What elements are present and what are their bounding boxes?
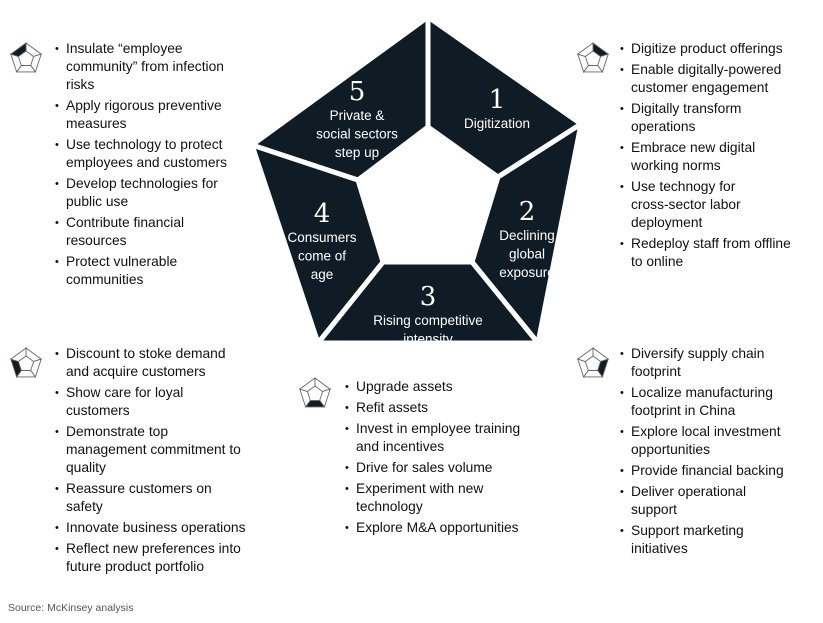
list-item: Drive for sales volume [345,459,565,477]
list-item: Reassure customers on safety [55,480,275,516]
list-item: Apply rigorous preventive measures [55,97,255,133]
bullet-list: Diversify supply chain footprintLocalize… [620,345,823,561]
list-item: Invest in employee training and incentiv… [345,420,565,456]
list-item: Provide financial backing [620,462,823,480]
pentagon-segment-1-icon [576,42,610,73]
list-item: Show care for loyal customers [55,384,275,420]
list-item: Embrace new digital working norms [620,139,823,175]
list-item: Demonstrate top management commitment to… [55,423,275,477]
list-item: Refit assets [345,399,565,417]
segment-label: Private & [330,108,385,123]
segment-label: social sectors [316,127,398,142]
list-item: Reflect new preferences into future prod… [55,540,275,576]
segment-label: age [311,267,334,282]
list-item: Use technogy for cross-sector labor depl… [620,178,823,232]
list-item: Support marketing initiatives [620,522,823,558]
segment-label: global [509,247,545,262]
bullet-list: Upgrade assetsRefit assetsInvest in empl… [345,378,565,540]
list-item: Explore M&A opportunities [345,519,565,537]
list-item: Explore local investment opportunities [620,423,823,459]
segment-number: 2 [519,197,536,227]
list-item: Deliver operational support [620,483,823,519]
list-item: Digitally transform operations [620,100,823,136]
bullet-list: Insulate “employee community” from infec… [55,40,255,292]
list-item: Innovate business operations [55,519,275,537]
segment-label: Digitization [464,116,530,131]
list-item: Upgrade assets [345,378,565,396]
pentagon-segment-2-icon [576,347,610,378]
list-item: Develop technologies for public use [55,175,255,211]
segment-label: exposure [499,265,555,280]
list-item: Insulate “employee community” from infec… [55,40,255,94]
segment-number: 3 [420,282,437,312]
list-item: Diversify supply chain footprint [620,345,823,381]
segment-label: come of [298,249,346,264]
segment-number: 4 [314,199,331,229]
pentagon-segment-5-icon [9,42,43,73]
list-item: Localize manufacturing footprint in Chin… [620,384,823,420]
list-item: Redeploy staff from offline to online [620,235,823,271]
list-item: Experiment with new technology [345,480,565,516]
segment-shape [246,12,431,183]
list-item: Discount to stoke demand and acquire cus… [55,345,275,381]
list-item: Protect vulnerable communities [55,253,255,289]
segment-label: Declining [499,228,555,243]
bullet-list: Digitize product offeringsEnable digital… [620,40,823,274]
pentagon-segment-4-icon [9,347,43,378]
segment-label: Consumers [287,230,356,245]
segment-label: step up [335,145,379,160]
segment-label: intensity [403,332,453,347]
list-item: Contribute financial resources [55,214,255,250]
segment-number: 1 [489,85,506,115]
list-item: Use technology to protect employees and … [55,136,255,172]
segment-label: Rising competitive [373,313,483,328]
pentagon-segment-3-icon [298,377,332,408]
bullet-list: Discount to stoke demand and acquire cus… [55,345,275,579]
source-note: Source: McKinsey analysis [8,602,134,614]
segment-number: 5 [349,77,366,107]
list-item: Digitize product offerings [620,40,823,58]
list-item: Enable digitally-powered customer engage… [620,61,823,97]
